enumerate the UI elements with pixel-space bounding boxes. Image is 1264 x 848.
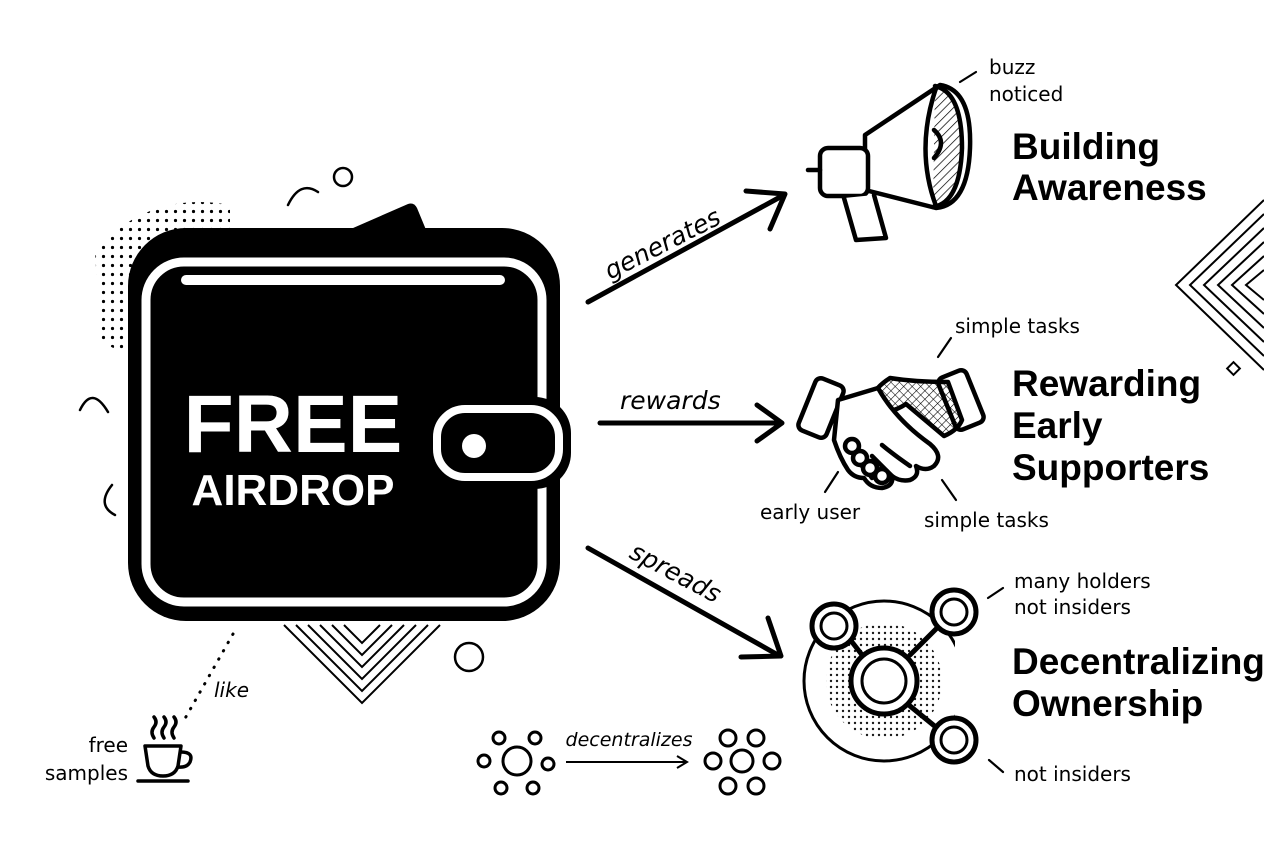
decentralizing-note-bottom: not insiders: [1014, 762, 1131, 786]
decentralize-demo: [476, 728, 782, 796]
squiggle-decoration: [78, 396, 110, 414]
awareness-note-line2: noticed: [989, 82, 1063, 106]
analogy-line2: samples: [45, 761, 128, 785]
analogy-line1: free: [89, 733, 128, 757]
ring-decoration: [332, 166, 354, 188]
note-pointer-line: [940, 478, 958, 502]
squiggle-decoration: [103, 483, 117, 517]
note-pointer-line: [936, 336, 953, 359]
centralized-cluster-icon: [476, 730, 556, 796]
small-diamond-decoration: [1225, 360, 1242, 377]
nested-diamond-decoration: [1174, 199, 1264, 371]
analogy-group: like free samples: [45, 632, 249, 785]
ring-decoration: [453, 641, 485, 673]
rewarding-heading-line2: Early: [1012, 405, 1103, 446]
rewarding-note-bottom: simple tasks: [924, 508, 1049, 532]
decentralizing-note-top-line2: not insiders: [1014, 595, 1131, 619]
arrow-generates: generates: [585, 188, 788, 305]
clasp-button-icon: [462, 434, 486, 458]
squiggle-decoration: [286, 186, 320, 207]
chevron-stripes-decoration: [283, 624, 441, 705]
note-pointer-line: [958, 70, 978, 84]
arrow-spreads: spreads: [585, 537, 784, 660]
decentralizes-label: decentralizes: [566, 729, 693, 751]
handshake-icon: [796, 367, 986, 491]
dotted-connector: [181, 632, 235, 724]
wallet-title-line2: AIRDROP: [192, 466, 395, 515]
awareness-heading-line1: Building: [1012, 126, 1160, 167]
awareness-note-line1: buzz: [989, 55, 1035, 79]
wallet-title-line1: FREE: [184, 379, 403, 470]
distributed-cluster-icon: [703, 728, 782, 796]
coffee-cup-icon: [136, 715, 193, 783]
arrow-rewards: rewards: [597, 386, 785, 444]
decentralizing-heading-line1: Decentralizing: [1012, 641, 1264, 682]
network-nodes-icon: [802, 587, 979, 765]
megaphone-icon: [805, 82, 973, 243]
rewarding-note-left: early user: [760, 500, 861, 524]
decentralizing-heading-line2: Ownership: [1012, 683, 1203, 724]
decentralizing-note-top-line1: many holders: [1014, 569, 1151, 593]
rewarding-heading-line1: Rewarding: [1012, 363, 1201, 404]
note-pointer-line: [987, 758, 1005, 774]
note-pointer-line: [986, 586, 1005, 600]
note-pointer-line: [823, 470, 840, 494]
awareness-heading-line2: Awareness: [1012, 167, 1207, 208]
rewarding-note-top: simple tasks: [955, 314, 1080, 338]
rewarding-heading-line3: Supporters: [1012, 447, 1209, 488]
arrow-label-rewards: rewards: [620, 386, 721, 415]
like-label: like: [214, 678, 249, 702]
arrow-label-generates: generates: [600, 202, 726, 285]
wallet-icon: FREE AIRDROP: [128, 203, 571, 621]
